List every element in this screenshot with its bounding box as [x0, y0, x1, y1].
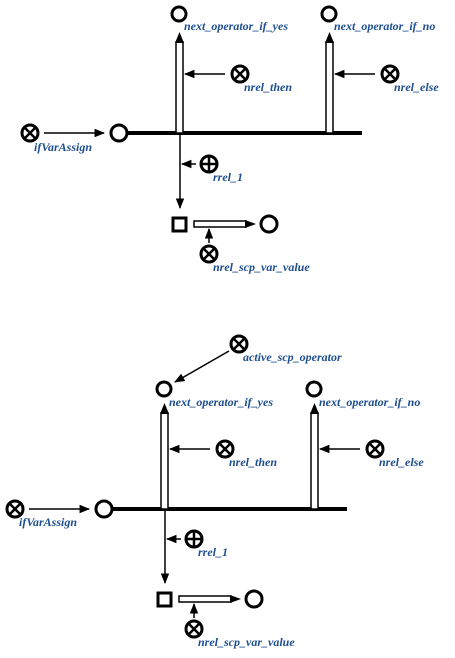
yes-branch-arc[interactable]	[160, 403, 169, 510]
yes-target-node[interactable]	[155, 380, 173, 398]
scp-var-label: nrel_scp_var_value	[198, 635, 295, 649]
variable-node[interactable]	[156, 591, 173, 608]
operator-node[interactable]	[109, 123, 129, 143]
operator-node[interactable]	[94, 499, 114, 519]
no-label: next_operator_if_no	[319, 395, 420, 409]
yes-branch-arc[interactable]	[175, 32, 184, 134]
rrel-label: rrel_1	[198, 545, 228, 559]
variable-node[interactable]	[171, 216, 188, 233]
scp-var-value-arc[interactable]	[178, 595, 241, 603]
diagram-2: active_scp_operator ifVarAssign next_ope…	[5, 334, 424, 649]
then-relation-node[interactable]	[230, 64, 250, 84]
then-label: nrel_then	[244, 80, 292, 94]
var-assign-label: ifVarAssign	[34, 140, 92, 154]
yes-label: next_operator_if_yes	[169, 395, 273, 409]
scp-var-relation-node[interactable]	[199, 244, 219, 264]
active-operator-node[interactable]	[229, 334, 249, 354]
rrel-label: rrel_1	[213, 170, 243, 184]
var-assign-node[interactable]	[20, 123, 40, 143]
no-branch-arc[interactable]	[310, 403, 319, 510]
yes-label: next_operator_if_yes	[184, 19, 288, 33]
var-assign-node[interactable]	[5, 499, 25, 519]
var-assign-label: ifVarAssign	[19, 515, 77, 529]
no-label: next_operator_if_no	[334, 19, 435, 33]
scp-var-label: nrel_scp_var_value	[213, 260, 310, 274]
rrel-node[interactable]	[184, 529, 204, 549]
no-branch-arc[interactable]	[325, 32, 334, 134]
scp-var-relation-node[interactable]	[184, 619, 204, 639]
value-target-node[interactable]	[244, 589, 264, 609]
yes-target-node[interactable]	[170, 5, 188, 23]
value-target-node[interactable]	[259, 214, 279, 234]
then-relation-node[interactable]	[215, 439, 235, 459]
else-relation-node[interactable]	[365, 439, 385, 459]
scp-var-value-arc[interactable]	[193, 220, 256, 228]
no-target-node[interactable]	[320, 5, 338, 23]
rrel-node[interactable]	[199, 154, 219, 174]
else-label: nrel_else	[379, 455, 424, 469]
else-label: nrel_else	[394, 80, 439, 94]
no-target-node[interactable]	[305, 380, 323, 398]
then-label: nrel_then	[229, 455, 277, 469]
active-arrow	[174, 350, 230, 383]
diagram-1: ifVarAssign next_operator_if_yes nrel_th…	[20, 5, 439, 274]
active-label: active_scp_operator	[243, 350, 342, 364]
else-relation-node[interactable]	[380, 64, 400, 84]
